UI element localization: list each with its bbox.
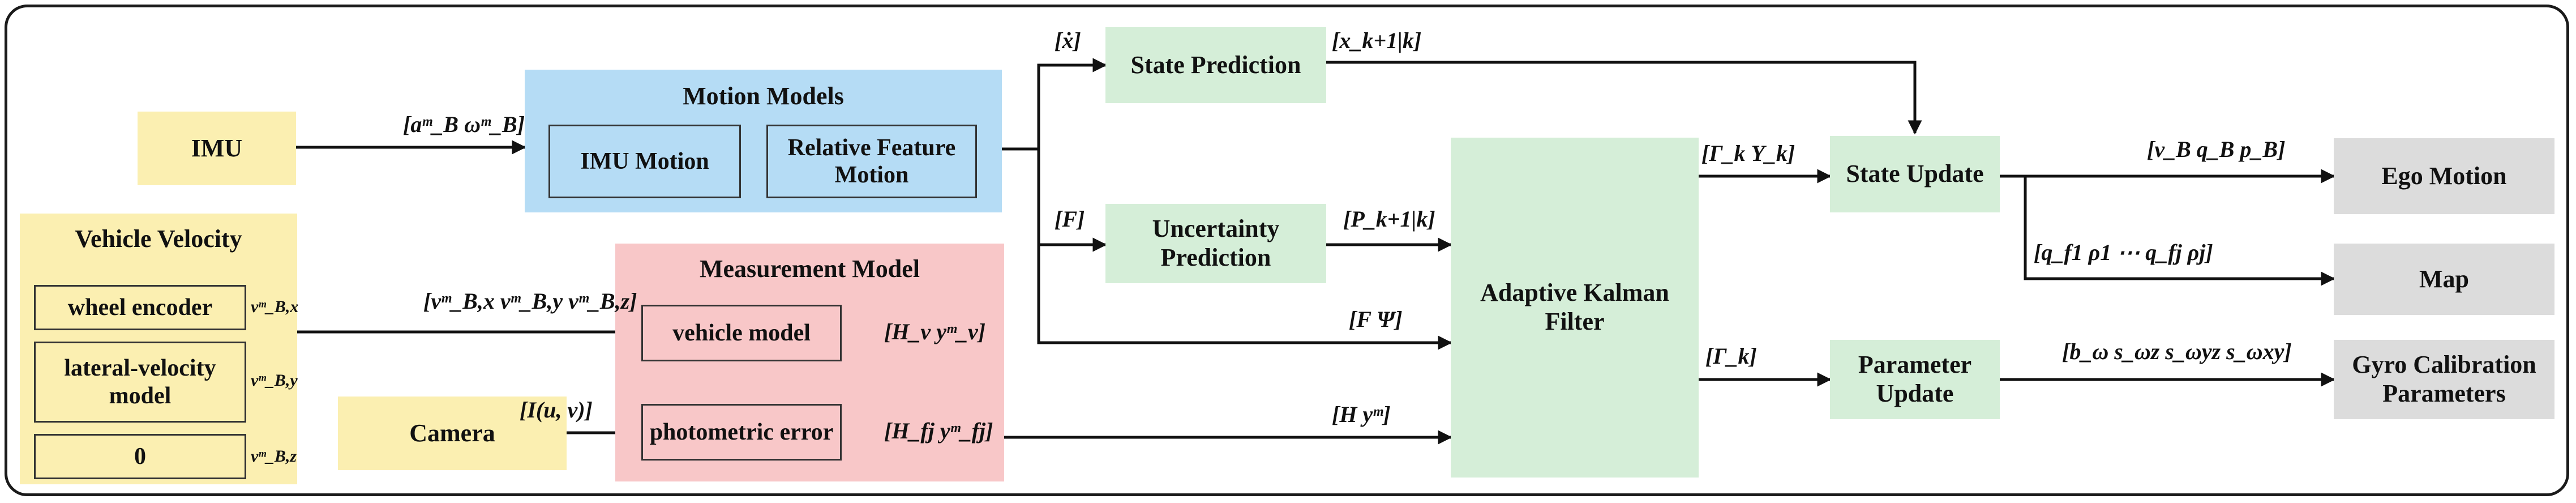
edge-label-velocity-out: [vᵐ_B,x vᵐ_B,y vᵐ_B,z]	[423, 288, 637, 314]
edge-label-vehicle-model-out: [H_v yᵐ_v]	[884, 319, 986, 344]
vy-label: vᵐ_B,y	[251, 371, 298, 390]
ego-motion-label: Ego Motion	[2381, 161, 2507, 190]
vehicle-velocity-group: Vehicle Velocity wheel encoder lateral-v…	[20, 214, 299, 484]
photometric-error-label: photometric error	[649, 419, 834, 445]
lateral-velocity-model-box: lateral-velocity model	[34, 342, 246, 423]
wire-trunk-to-akf	[1037, 245, 1452, 350]
measurement-model-block: Measurement Model vehicle model photomet…	[615, 244, 1004, 481]
adaptive-kalman-filter-block: Adaptive Kalman Filter	[1451, 138, 1699, 478]
lateral-velocity-label-line1: lateral-velocity	[64, 355, 216, 382]
ego-motion-block: Ego Motion	[2334, 138, 2554, 214]
motion-models-title: Motion Models	[683, 82, 844, 110]
imu-block: IMU	[138, 112, 296, 185]
edge-label-ego-out: [v_B q_B p_B]	[2147, 137, 2286, 162]
state-prediction-block: State Prediction	[1105, 27, 1326, 103]
edge-label-F-Psi: [F Ψ]	[1349, 306, 1403, 332]
relative-feature-label-line2: Motion	[834, 162, 909, 188]
vehicle-model-label: vehicle model	[672, 319, 811, 346]
motion-models-block: Motion Models IMU Motion Relative Featur…	[525, 70, 1002, 212]
gyro-calibration-label-line2: Parameters	[2382, 380, 2506, 407]
uncertainty-label-line1: Uncertainty	[1152, 215, 1280, 243]
wire-motion-models-trunk	[1002, 58, 1107, 151]
relative-feature-label-line1: Relative Feature	[787, 134, 956, 161]
wheel-encoder-box: wheel encoder	[34, 285, 246, 330]
edge-label-F: [F]	[1055, 206, 1085, 232]
parameter-update-label-line1: Parameter	[1858, 351, 1972, 379]
state-update-block: State Update	[1830, 136, 2000, 212]
lateral-velocity-label-line2: model	[109, 382, 172, 409]
edge-label-photometric-out: [H_fj yᵐ_fj]	[884, 418, 993, 444]
relative-feature-motion-box: Relative Feature Motion	[766, 125, 977, 198]
edge-label-gyro-out: [b_ω s_ωz s_ωyz s_ωxy]	[2062, 339, 2292, 364]
parameter-update-block: Parameter Update	[1830, 340, 2000, 419]
edge-label-imu-out: [aᵐ_B ωᵐ_B]	[403, 112, 525, 137]
vx-label: vᵐ_B,x	[251, 297, 299, 316]
map-block: Map	[2334, 244, 2554, 315]
vehicle-velocity-title: Vehicle Velocity	[75, 225, 242, 253]
vz-label: vᵐ_B,z	[251, 447, 297, 466]
imu-motion-box: IMU Motion	[548, 125, 741, 198]
map-label: Map	[2419, 265, 2469, 293]
measurement-model-title: Measurement Model	[700, 255, 920, 283]
edge-label-xdot: [ẋ]	[1055, 28, 1081, 53]
camera-label: Camera	[409, 419, 495, 447]
akf-label-line2: Filter	[1545, 308, 1605, 335]
edge-label-x-pred: [x_k+1|k]	[1332, 28, 1422, 53]
vehicle-model-box: vehicle model	[641, 305, 842, 361]
photometric-error-box: photometric error	[641, 404, 842, 461]
imu-motion-label: IMU Motion	[580, 148, 709, 174]
gyro-calibration-label-line1: Gyro Calibration	[2352, 351, 2536, 379]
parameter-update-label-line2: Update	[1876, 380, 1954, 407]
arrow-state-update-to-map	[2024, 176, 2335, 286]
camera-block: Camera	[338, 397, 567, 470]
diagram-frame	[5, 5, 2569, 496]
state-update-label: State Update	[1846, 160, 1984, 188]
imu-label: IMU	[191, 134, 243, 162]
uncertainty-prediction-block: Uncertainty Prediction	[1105, 204, 1326, 283]
edge-label-gamma-upsilon: [Γ_k Υ_k]	[1701, 140, 1795, 166]
edge-label-camera-out: [I(u, v)]	[520, 397, 593, 423]
wheel-encoder-label: wheel encoder	[67, 294, 213, 321]
edge-label-P-pred: [P_k+1|k]	[1343, 206, 1435, 232]
uncertainty-label-line2: Prediction	[1160, 244, 1271, 271]
zero-box: 0	[34, 434, 246, 479]
gyro-calibration-block: Gyro Calibration Parameters	[2334, 340, 2554, 419]
zero-label: 0	[134, 443, 146, 470]
state-prediction-label: State Prediction	[1130, 50, 1301, 79]
edge-label-map-out: [q_f1 ρ1 ⋯ q_fj ρj]	[2034, 240, 2213, 265]
edge-label-gamma: [Γ_k]	[1705, 343, 1757, 369]
edge-label-H-y: [H yᵐ]	[1332, 402, 1391, 427]
arrow-state-prediction-to-update	[1326, 61, 1922, 135]
akf-label-line1: Adaptive Kalman	[1480, 279, 1669, 307]
